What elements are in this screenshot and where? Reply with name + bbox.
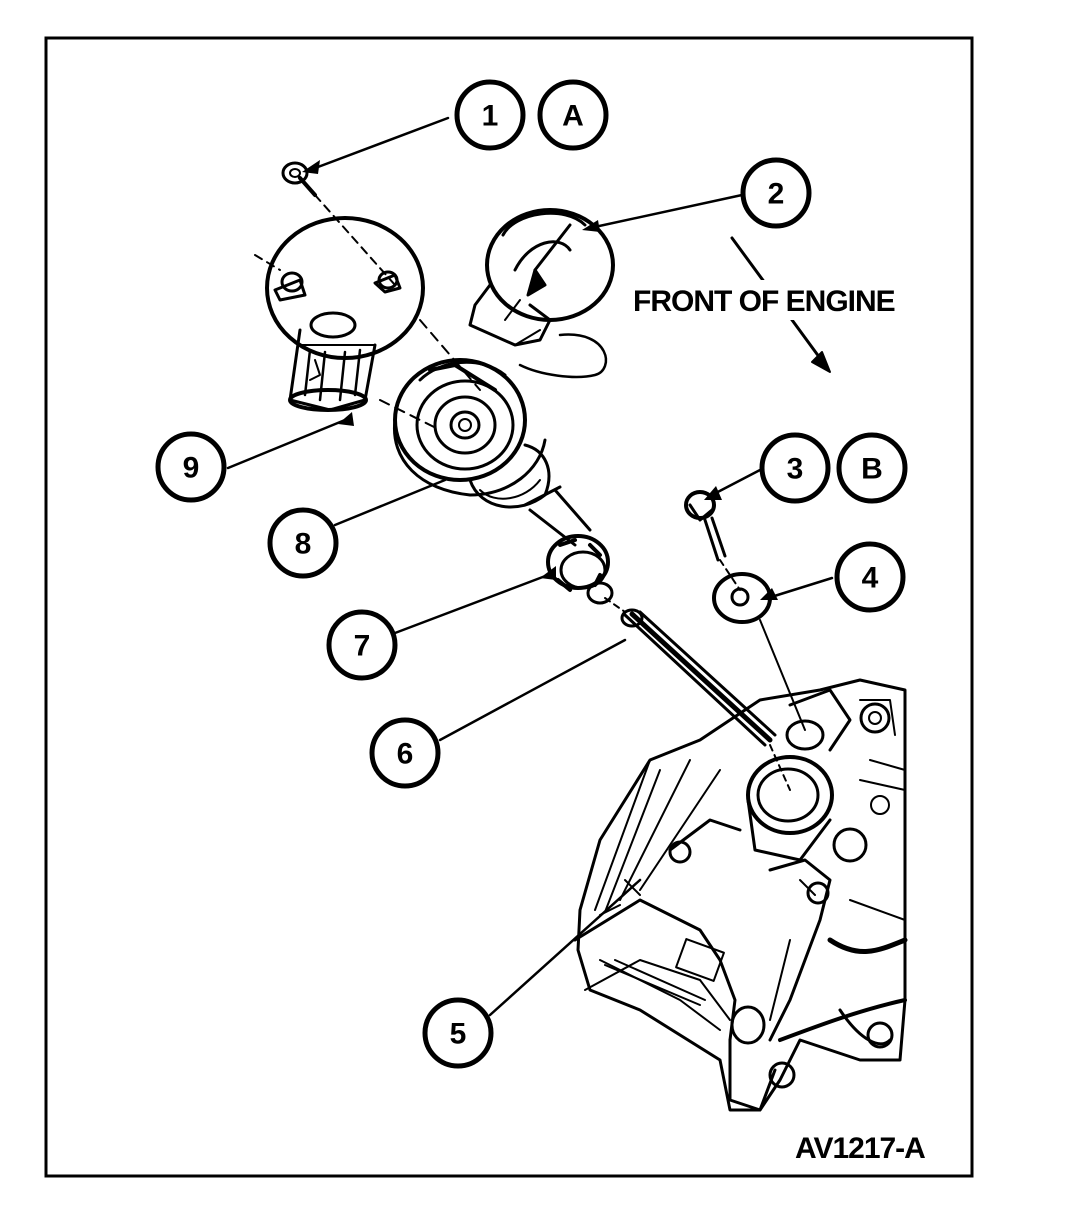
callout-A: A: [537, 79, 609, 151]
front-of-engine-label: FRONT OF ENGINE: [633, 285, 895, 318]
bolt-part: [281, 161, 396, 286]
svg-text:1: 1: [482, 100, 499, 133]
callout-5: 5: [422, 997, 494, 1069]
callout-1: 1: [454, 79, 526, 151]
callout-3: 3: [759, 432, 831, 504]
svg-text:2: 2: [768, 178, 785, 211]
clamp-washer-part: [712, 572, 806, 731]
distributor-housing-part: [392, 358, 592, 547]
callout-7: 7: [326, 609, 398, 681]
leader-lines: [226, 116, 834, 1017]
rotor-part: [468, 208, 615, 379]
callout-B: B: [836, 432, 908, 504]
callout-8: 8: [267, 507, 339, 579]
cap-part: [254, 216, 425, 412]
svg-text:6: 6: [397, 738, 414, 771]
svg-text:7: 7: [354, 630, 371, 663]
callout-6: 6: [369, 717, 441, 789]
svg-text:A: A: [562, 100, 584, 133]
svg-text:4: 4: [862, 562, 879, 595]
svg-text:5: 5: [450, 1018, 467, 1051]
shaft-part: [620, 608, 777, 747]
callout-2: 2: [740, 157, 812, 229]
svg-text:3: 3: [787, 453, 804, 486]
engine-block-illustration: [573, 678, 908, 1112]
figure-id-label: AV1217-A: [795, 1132, 925, 1165]
drive-gear-part: [546, 534, 614, 605]
svg-text:9: 9: [183, 452, 200, 485]
svg-text:8: 8: [295, 528, 312, 561]
leader-arrowheads: [302, 160, 778, 600]
figure-border: [44, 36, 974, 1178]
callout-9: 9: [155, 431, 227, 503]
assembly-centerline: [379, 319, 791, 791]
callout-4: 4: [834, 541, 906, 613]
svg-text:B: B: [861, 453, 883, 486]
hold-down-bolt-part: [684, 490, 741, 591]
